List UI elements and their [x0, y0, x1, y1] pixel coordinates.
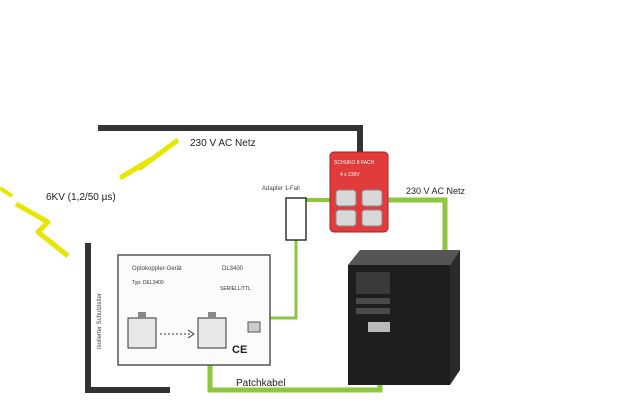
lightning-bolt-1	[118, 137, 180, 181]
adapter-box	[285, 197, 307, 241]
optocoupler-device	[117, 254, 271, 366]
surge-label: 6KV (1,2/50 µs)	[46, 192, 116, 203]
power-strip-label-1: SCHUKO 8 FACH	[334, 160, 375, 166]
mains-label-right: 230 V AC Netz	[406, 186, 466, 196]
device-model: DL3400	[222, 266, 244, 272]
ce-mark: CE	[232, 344, 248, 356]
lightning-bolt-2	[14, 201, 70, 258]
pc-tower	[348, 250, 460, 385]
strip-to-pc-cable	[388, 197, 448, 252]
adapter-label: Adapter 1-Fall	[262, 186, 300, 192]
power-strip-label-2: 4 x 230V	[340, 172, 360, 178]
device-right-label: SERIELL/TTL	[220, 286, 251, 292]
device-info: Typ: DEL3400	[132, 280, 164, 286]
patch-cable-label: Patchkabel	[236, 378, 286, 389]
power-strip	[329, 151, 389, 233]
side-label: Isolierter Schutzleiter	[97, 292, 104, 350]
mains-cable-top	[98, 125, 363, 160]
lightning-bolt-3	[0, 186, 14, 198]
ground-cable	[85, 243, 170, 393]
adapter-to-device-cable	[262, 240, 298, 320]
device-title: Optokoppler-Gerät	[132, 266, 182, 272]
mains-label-top: 230 V AC Netz	[190, 138, 256, 149]
